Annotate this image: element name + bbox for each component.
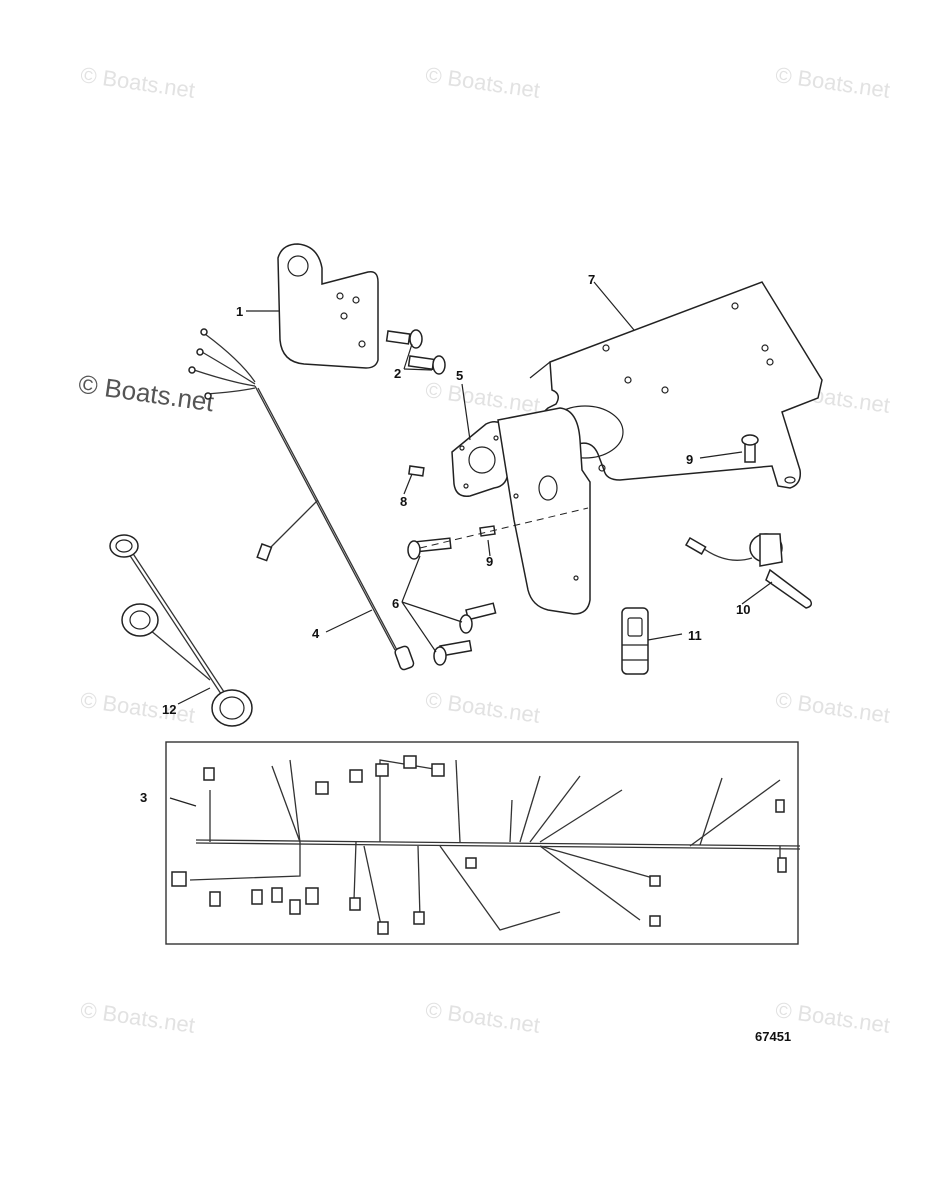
callout-3: 3 [140, 790, 148, 805]
leader-lines [169, 281, 773, 807]
plate-part-5 [451, 421, 509, 497]
callout-5: 5 [456, 368, 464, 383]
bolts-part-2 [385, 329, 446, 375]
callout-10: 10 [736, 602, 751, 617]
harness-part-12 [109, 534, 253, 727]
callout-11: 11 [688, 628, 702, 643]
harness-part-3 [165, 741, 801, 945]
callout-4: 4 [312, 626, 320, 641]
callout-6: 6 [392, 596, 400, 611]
screws [408, 434, 759, 537]
callout-1: 1 [236, 304, 244, 319]
bolts-part-6 [407, 507, 589, 666]
callout-2: 2 [394, 366, 402, 381]
callout-9-upper: 9 [686, 452, 694, 467]
vertical-bracket [497, 407, 591, 615]
callout-9-lower: 9 [486, 554, 494, 569]
sensor-part-10 [684, 533, 813, 609]
harness-part-4 [188, 328, 415, 671]
callout-12: 12 [162, 702, 177, 717]
connector-part-11 [621, 607, 649, 675]
callout-8: 8 [400, 494, 408, 509]
bracket-part-1 [277, 243, 379, 369]
callout-7: 7 [588, 272, 596, 287]
figure-number: 67451 [755, 1029, 792, 1044]
